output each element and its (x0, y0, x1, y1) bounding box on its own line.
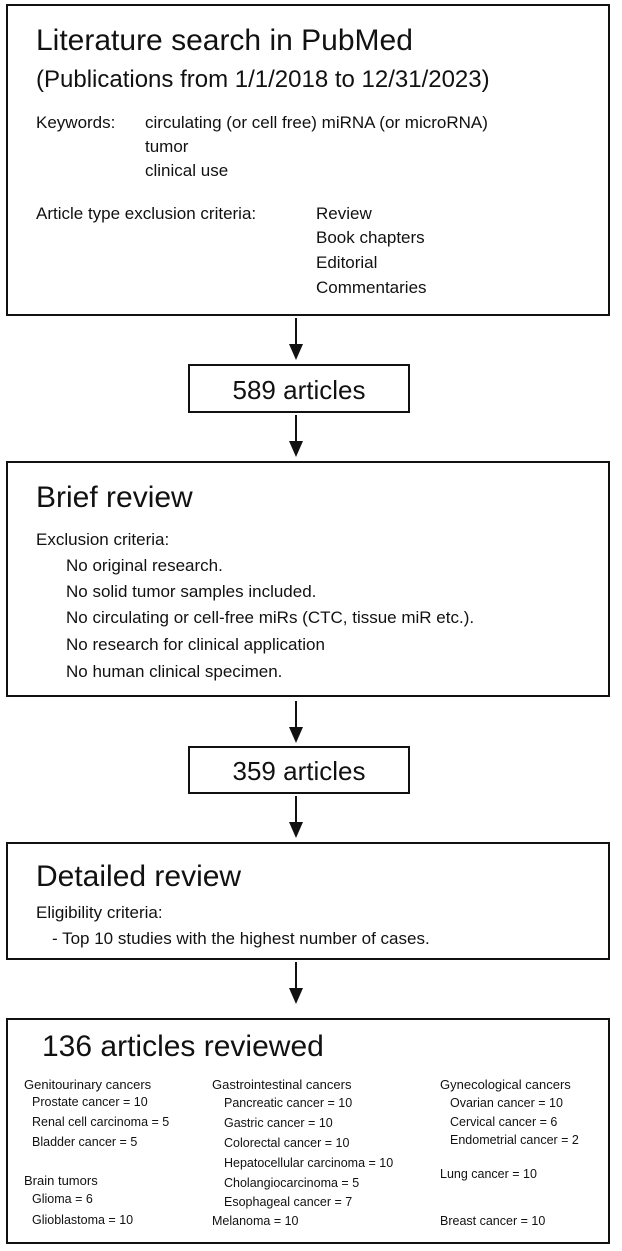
breast-count: Breast cancer = 10 (440, 1214, 546, 1228)
genitourinary-heading: Genitourinary cancers (24, 1077, 152, 1092)
exclusion-criterion: No circulating or cell-free miRs (CTC, t… (66, 608, 475, 627)
cancer-count: Cholangiocarcinoma = 5 (224, 1176, 360, 1190)
eligibility-criterion: - Top 10 studies with the highest number… (52, 929, 430, 948)
cancer-count: Hepatocellular carcinoma = 10 (224, 1156, 394, 1170)
exclusion-criterion: No original research. (66, 556, 223, 575)
flow-arrow (289, 962, 303, 1004)
search-box: Literature search in PubMed (Publication… (6, 4, 610, 316)
exclusion-criterion: No solid tumor samples included. (66, 582, 317, 601)
article-count: 359 articles (232, 756, 366, 786)
final-box: 136 articles reviewed Genitourinary canc… (6, 1018, 610, 1244)
gynecological-heading: Gynecological cancers (440, 1077, 571, 1092)
cancer-count: Colorectal cancer = 10 (224, 1136, 350, 1150)
flow-arrow (289, 701, 303, 743)
cancer-count: Cervical cancer = 6 (450, 1115, 558, 1129)
keyword-item: circulating (or cell free) miRNA (or mic… (145, 113, 488, 132)
count-box-359: 359 articles (188, 746, 410, 794)
flow-arrow (289, 415, 303, 457)
lung-count: Lung cancer = 10 (440, 1167, 537, 1181)
count-box-589: 589 articles (188, 364, 410, 413)
brief-review-title: Brief review (36, 481, 193, 514)
exclusion-type: Review (316, 204, 372, 223)
article-count: 589 articles (232, 375, 366, 405)
cancer-count: Esophageal cancer = 7 (224, 1195, 353, 1209)
cancer-count: Bladder cancer = 5 (32, 1135, 138, 1149)
cancer-count: Glioma = 6 (32, 1192, 93, 1206)
flow-arrow (289, 318, 303, 360)
exclusion-criteria-label: Exclusion criteria: (36, 530, 170, 549)
cancer-count: Glioblastoma = 10 (32, 1213, 134, 1227)
final-title: 136 articles reviewed (42, 1030, 324, 1063)
cancer-count: Ovarian cancer = 10 (450, 1096, 563, 1110)
flow-arrow (289, 796, 303, 838)
keyword-item: tumor (145, 137, 189, 156)
detailed-review-box: Detailed review Eligibility criteria: - … (6, 842, 610, 960)
cancer-count: Renal cell carcinoma = 5 (32, 1115, 170, 1129)
search-subtitle: (Publications from 1/1/2018 to 12/31/202… (36, 66, 490, 93)
brief-review-box: Brief review Exclusion criteria: No orig… (6, 461, 610, 697)
exclusion-type: Commentaries (316, 278, 427, 297)
detailed-review-title: Detailed review (36, 860, 242, 893)
exclusion-type: Editorial (316, 253, 378, 272)
keyword-item: clinical use (145, 161, 229, 180)
gastrointestinal-heading: Gastrointestinal cancers (212, 1077, 352, 1092)
exclusion-type: Book chapters (316, 228, 425, 247)
cancer-count: Prostate cancer = 10 (32, 1095, 148, 1109)
exclusion-criterion: No human clinical specimen. (66, 662, 283, 681)
cancer-count: Pancreatic cancer = 10 (224, 1096, 353, 1110)
exclusion-label: Article type exclusion criteria: (36, 204, 257, 223)
keywords-label: Keywords: (36, 113, 116, 132)
eligibility-criteria-label: Eligibility criteria: (36, 903, 163, 922)
exclusion-criterion: No research for clinical application (66, 635, 325, 654)
search-title: Literature search in PubMed (36, 24, 413, 57)
cancer-count: Endometrial cancer = 2 (450, 1133, 579, 1147)
cancer-count: Gastric cancer = 10 (224, 1116, 333, 1130)
brain-heading: Brain tumors (24, 1173, 98, 1188)
melanoma-count: Melanoma = 10 (212, 1214, 299, 1228)
